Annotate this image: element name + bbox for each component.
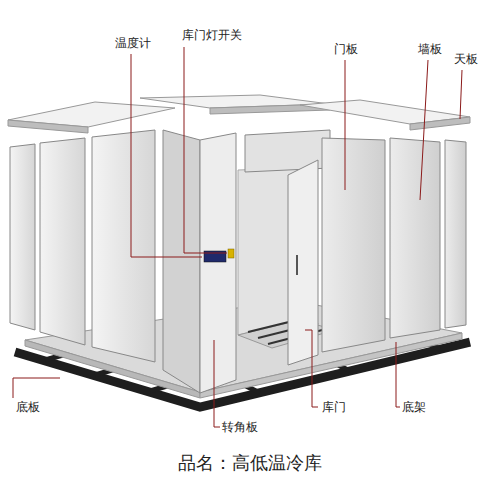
corner-panel bbox=[163, 130, 200, 393]
part-label: 天板 bbox=[452, 52, 480, 66]
leader-line bbox=[305, 330, 318, 407]
door-leaf bbox=[288, 160, 318, 365]
leader-line bbox=[13, 378, 60, 398]
light-switch bbox=[228, 249, 234, 258]
leader-line bbox=[214, 340, 220, 427]
part-label: 底架 bbox=[400, 400, 428, 414]
leader-line bbox=[184, 47, 227, 253]
leader-line bbox=[460, 70, 462, 119]
part-label: 底板 bbox=[14, 400, 42, 414]
part-label: 墙板 bbox=[416, 42, 444, 56]
part-label: 温度计 bbox=[113, 36, 153, 50]
roof-edge bbox=[8, 120, 88, 133]
corner-panel bbox=[200, 133, 236, 393]
wall-panel bbox=[390, 138, 440, 338]
leader-line bbox=[420, 60, 428, 200]
leader-line bbox=[131, 54, 202, 257]
leader-line bbox=[345, 60, 346, 190]
part-label: 库门 bbox=[320, 400, 348, 414]
part-label: 库门灯开关 bbox=[180, 28, 244, 42]
interior-floor bbox=[238, 320, 335, 348]
roof-edge bbox=[410, 117, 470, 130]
leader-line bbox=[396, 342, 400, 407]
door-handle bbox=[296, 255, 298, 275]
wall-panel bbox=[322, 138, 385, 352]
wall-panel bbox=[10, 144, 35, 330]
wall-panel bbox=[40, 138, 85, 345]
part-label: 门板 bbox=[332, 42, 360, 56]
wall-panel bbox=[92, 130, 155, 362]
wall-panel bbox=[445, 140, 466, 328]
part-label: 转角板 bbox=[220, 420, 260, 434]
caption: 品名：高低温冷库 bbox=[0, 452, 500, 474]
